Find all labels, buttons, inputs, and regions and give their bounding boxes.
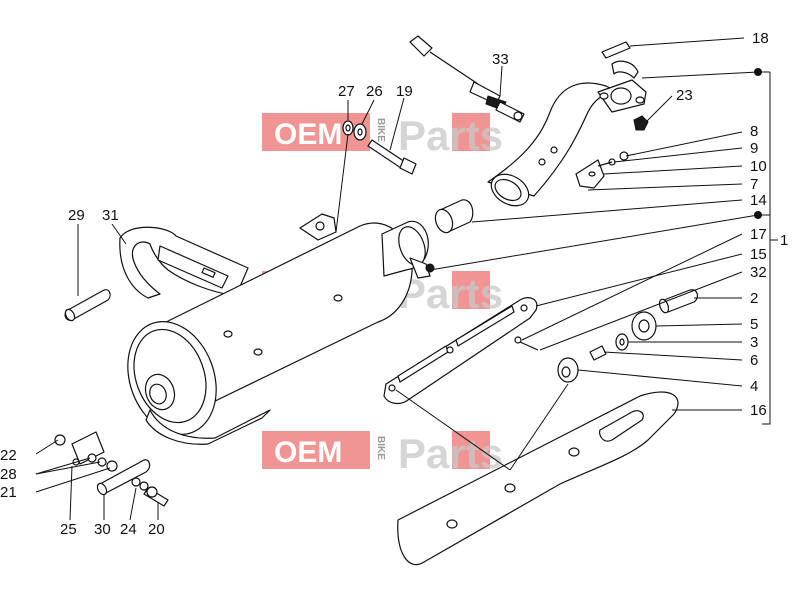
callout-4: 4: [750, 378, 758, 395]
nut-21: [106, 460, 118, 472]
callout-28: 28: [0, 466, 17, 483]
callout-18: 18: [752, 30, 769, 47]
heat-guard-plate: [383, 297, 538, 405]
watermark-parts-text: Parts: [398, 270, 503, 317]
callout-15: 15: [750, 246, 767, 263]
washer-24: [131, 477, 149, 491]
callout-7: 7: [750, 176, 758, 193]
watermark-parts-text: Parts: [398, 112, 503, 159]
flat-washer: [615, 333, 629, 351]
callout-33: 33: [492, 51, 509, 68]
muffler: [127, 213, 431, 445]
spacer: [589, 345, 607, 361]
watermark-oem-text: OEM: [274, 436, 342, 469]
manifold-gasket-ring: [611, 60, 639, 79]
callout-8: 8: [750, 123, 758, 140]
heat-shield-clamp: [119, 226, 249, 299]
exhaust-gasket: [601, 41, 631, 59]
callout-23: 23: [676, 87, 693, 104]
callout-labels: 18 23 8 9 10 7 14 17 1 15 32 2 5 3 6 4 1…: [0, 30, 788, 538]
small-screw: [514, 336, 539, 351]
callout-31: 31: [102, 207, 119, 224]
callout-1: 1: [780, 232, 788, 249]
rod-pin: [64, 289, 111, 322]
watermark-bike-text: BIKE: [375, 436, 386, 460]
watermark-bottom: OEM BIKE Parts: [262, 430, 503, 477]
washer-large: [353, 123, 367, 141]
exhaust-header-pipe: [487, 79, 647, 207]
rubber-grommet: [557, 357, 579, 383]
washer-small: [342, 120, 354, 136]
callout-5: 5: [750, 316, 758, 333]
callout-26: 26: [366, 83, 383, 100]
callout-17: 17: [750, 226, 767, 243]
washer-28: [87, 453, 107, 467]
callout-21: 21: [0, 484, 17, 501]
callout-14: 14: [750, 192, 767, 209]
watermark-top: OEM BIKE Parts: [262, 112, 503, 159]
nut: [633, 115, 649, 131]
callout-16: 16: [750, 402, 767, 419]
callout-22: 22: [0, 447, 17, 464]
callout-30: 30: [94, 521, 111, 538]
callout-20: 20: [148, 521, 165, 538]
watermark-bike-text: BIKE: [375, 118, 386, 142]
nut-17: [425, 263, 435, 273]
sleeve: [96, 459, 151, 496]
callout-24: 24: [120, 521, 137, 538]
callout-19: 19: [396, 83, 413, 100]
callout-3: 3: [750, 334, 758, 351]
washer-22: [54, 434, 66, 446]
callout-10: 10: [750, 158, 767, 175]
gasket-sleeve: [434, 199, 474, 234]
watermark-oem-text: OEM: [274, 118, 342, 151]
leader-lines: [35, 37, 778, 521]
bolt-20: [143, 486, 169, 507]
callout-25: 25: [60, 521, 77, 538]
long-bolt: [367, 139, 417, 175]
heat-guard-cover: [397, 391, 679, 566]
screw-washer: [597, 151, 629, 167]
large-washer: [631, 311, 657, 341]
callout-2: 2: [750, 290, 758, 307]
callout-9: 9: [750, 140, 758, 157]
callout-29: 29: [68, 207, 85, 224]
watermark-parts-text: Parts: [398, 430, 503, 477]
lambda-sensor: [409, 35, 525, 123]
callout-6: 6: [750, 352, 758, 369]
callout-32: 32: [750, 264, 767, 281]
callout-27: 27: [338, 83, 355, 100]
